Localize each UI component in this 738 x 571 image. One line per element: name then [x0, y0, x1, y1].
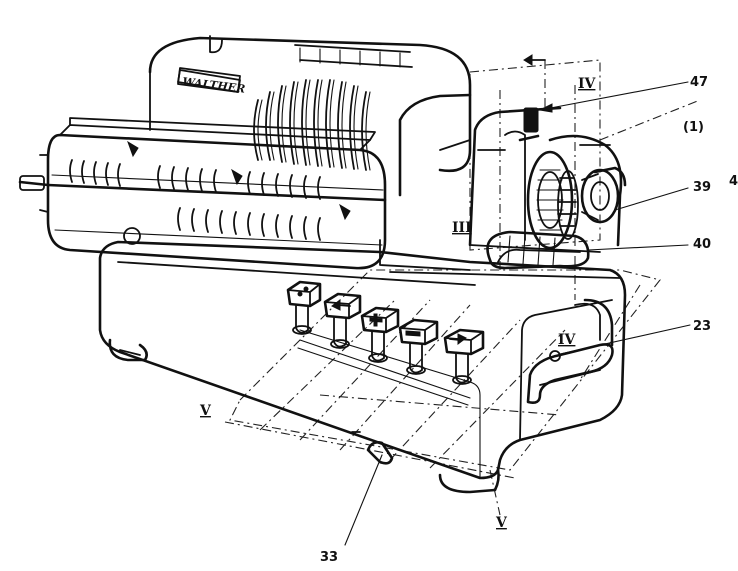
- part-labels: 47 (1) 4 39 40 23 33: [320, 75, 738, 565]
- side-handle: [526, 298, 614, 404]
- label-39: 39: [693, 180, 711, 195]
- section-iii: III: [452, 220, 472, 236]
- carriage: [18, 117, 387, 270]
- section-marks: IV III IV V V: [199, 76, 597, 531]
- label-23: 23: [693, 319, 711, 334]
- key-left-shift: [323, 292, 362, 349]
- key-minus: [398, 318, 439, 375]
- setting-housing: [148, 35, 472, 173]
- section-iv-right: IV: [558, 332, 577, 348]
- machine-base: [98, 240, 627, 494]
- section-v-left: V: [199, 403, 212, 419]
- key-clear: [286, 280, 322, 335]
- crank-mechanism: [379, 93, 627, 279]
- label-33: 33: [320, 550, 338, 565]
- brand-badge-text: WALTHER: [182, 75, 246, 96]
- carriage-windows: [69, 159, 321, 241]
- section-v-bottom: V: [495, 515, 508, 531]
- front-lever: [351, 431, 394, 465]
- label-1: (1): [683, 120, 704, 135]
- key-plus: [360, 306, 400, 363]
- label-4: 4: [729, 174, 738, 189]
- key-right-shift: [443, 328, 485, 385]
- function-keys: [286, 280, 485, 385]
- label-47: 47: [690, 75, 708, 90]
- leader-lines: [344, 54, 691, 546]
- label-40: 40: [693, 237, 711, 252]
- setting-levers: [253, 79, 371, 171]
- section-iv-top: IV: [578, 76, 597, 92]
